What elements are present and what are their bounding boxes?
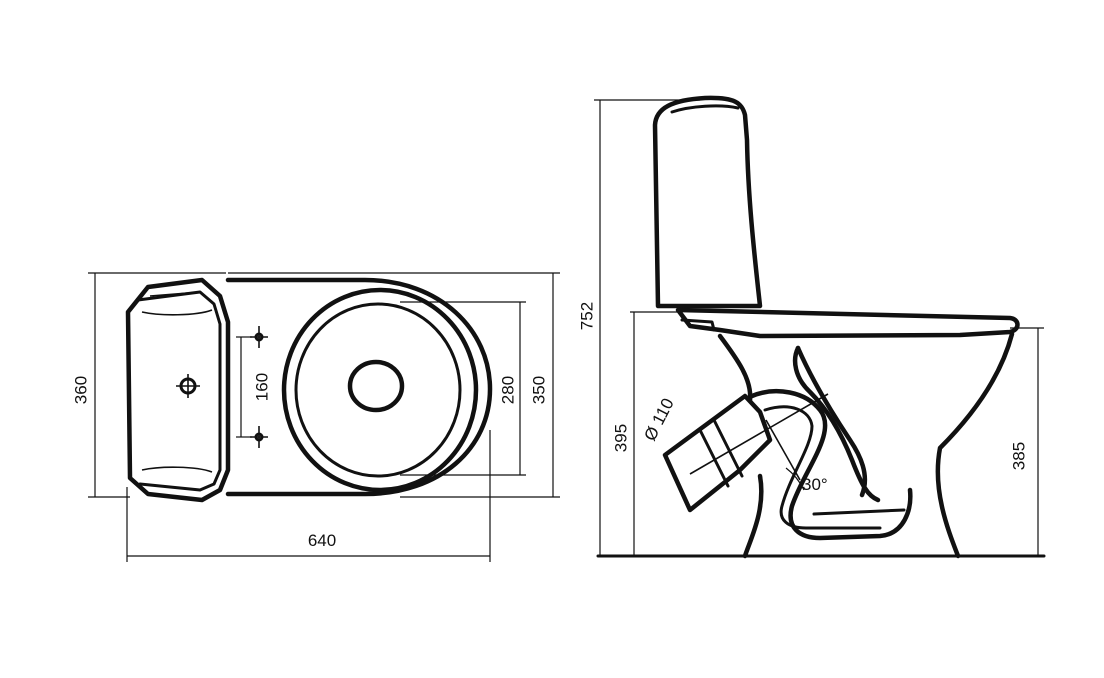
outlet-pipe	[662, 393, 829, 513]
fixing-point-icon	[250, 426, 268, 448]
cistern-top	[125, 277, 231, 503]
cistern-side	[652, 95, 763, 309]
side-view: 752 395 385 Ø 110 30°	[577, 95, 1046, 559]
bowl-body-side	[717, 331, 1015, 559]
dim-label-280: 280	[498, 376, 517, 404]
dimension-seat-inner: 280	[400, 301, 526, 476]
top-view: 160 360 640 280 350	[71, 272, 560, 562]
dim-label-360: 360	[71, 376, 90, 404]
dim-label-350: 350	[529, 376, 548, 404]
bowl-top	[225, 277, 493, 497]
dimension-outlet-angle: 30°	[785, 467, 828, 494]
fixing-point-icon	[250, 326, 268, 348]
dimension-width-total: 360	[71, 272, 226, 498]
dim-label-160: 160	[252, 373, 271, 401]
dimension-outlet-height: 395	[611, 311, 678, 556]
flush-button-icon	[176, 374, 200, 398]
dimension-height-total: 752	[577, 99, 700, 556]
dim-label-385: 385	[1009, 442, 1028, 470]
dimension-length-total: 640	[126, 430, 491, 562]
dim-label-diameter-110: Ø 110	[640, 395, 677, 444]
seat-rim-side	[675, 307, 1020, 339]
dim-label-395: 395	[611, 424, 630, 452]
dimension-outlet-diameter: Ø 110	[640, 395, 677, 444]
dim-label-angle-30: 30°	[802, 475, 828, 494]
dim-label-640: 640	[308, 531, 336, 550]
dimension-bowl-width: 350	[228, 272, 560, 498]
dimension-fixing-spacing: 160	[236, 336, 271, 438]
dim-label-752: 752	[577, 302, 596, 330]
dimension-seat-height: 385	[1009, 327, 1044, 556]
